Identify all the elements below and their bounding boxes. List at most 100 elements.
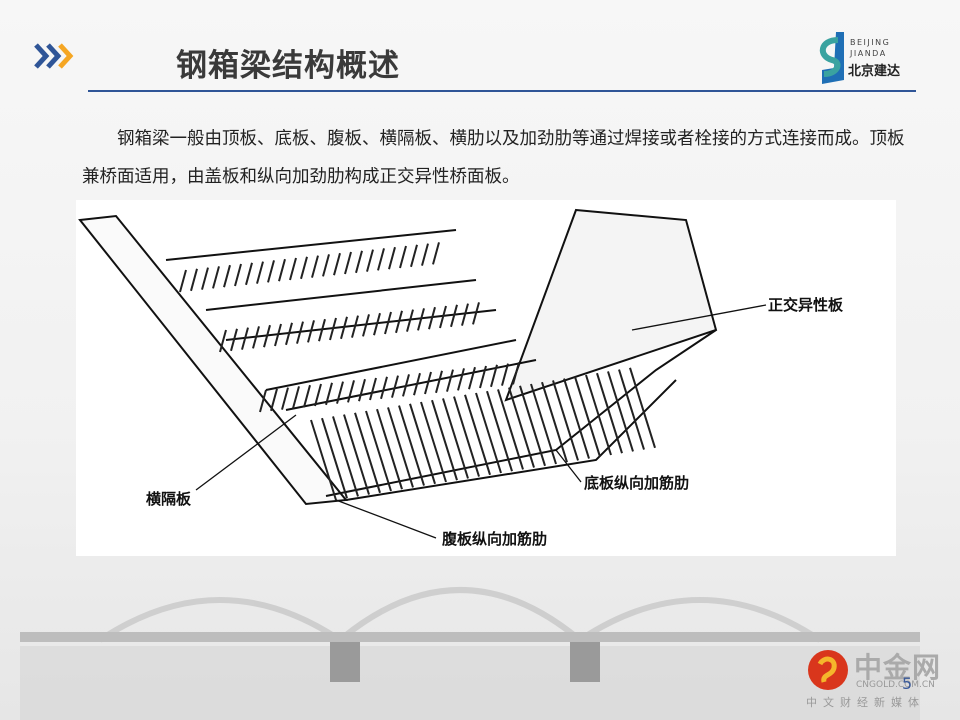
stiffener-rib bbox=[354, 412, 381, 494]
stiffener-rib bbox=[413, 372, 421, 396]
stiffener-rib bbox=[333, 252, 341, 276]
stiffener-rib bbox=[541, 381, 568, 463]
stiffener-rib bbox=[398, 405, 425, 486]
logo-chinese: 北京建达 bbox=[848, 64, 901, 79]
title-divider bbox=[88, 90, 916, 92]
stiffener-rib bbox=[479, 365, 487, 389]
stiffener-rib bbox=[497, 389, 524, 470]
watermark-domain: CNGOLD.COM.CN bbox=[856, 680, 935, 690]
stiffener-rib bbox=[388, 246, 396, 270]
stiffener-rib bbox=[468, 366, 476, 390]
stiffener-rib bbox=[252, 326, 260, 349]
stiffener-rib bbox=[267, 260, 275, 283]
stiffener-rib bbox=[362, 314, 370, 337]
watermark-logo-icon bbox=[808, 650, 848, 690]
stiffener-rib bbox=[274, 323, 282, 347]
stiffener-rib bbox=[179, 269, 187, 293]
stiffener-rib bbox=[245, 262, 253, 286]
stiffener-rib bbox=[314, 383, 322, 407]
label-web-rib: 腹板纵向加筋肋 bbox=[442, 530, 548, 548]
stiffener-rib bbox=[457, 368, 465, 391]
stiffener-rib bbox=[289, 257, 297, 281]
stiffener-rib bbox=[343, 414, 370, 495]
stiffener-rib bbox=[490, 364, 498, 388]
logo-mark-icon bbox=[820, 32, 844, 84]
stiffener-rib bbox=[442, 398, 469, 479]
stiffener-rib bbox=[409, 403, 436, 485]
stiffener-rib bbox=[439, 305, 447, 329]
stiffener-rib bbox=[399, 245, 407, 269]
stiffener-rib bbox=[421, 243, 429, 266]
stiffener-rib bbox=[508, 387, 535, 468]
stiffener-rib bbox=[428, 306, 436, 330]
stiffener-rib bbox=[596, 372, 623, 454]
stiffener-rib bbox=[435, 370, 443, 394]
stiffener-rib bbox=[318, 318, 326, 342]
stiffener-rib bbox=[365, 410, 392, 492]
stiffener-rib bbox=[384, 311, 392, 335]
stiffener-rib bbox=[410, 244, 418, 268]
stiffener-rib bbox=[464, 394, 491, 476]
stiffener-rib bbox=[311, 255, 319, 278]
stiffener-rib bbox=[585, 374, 612, 456]
stiffener-rib bbox=[358, 378, 366, 402]
label-orthotropic-plate: 正交异性板 bbox=[768, 296, 844, 314]
stiffener-rib bbox=[366, 249, 374, 272]
stiffener-rib bbox=[263, 324, 271, 348]
watermark-tagline: 中文财经新媒体 bbox=[806, 696, 925, 709]
stiffener-rib bbox=[300, 256, 308, 280]
stiffener-rib bbox=[322, 254, 330, 277]
box-girder-diagram: 正交异性板 横隔板 底板纵向加筋肋 腹板纵向加筋肋 bbox=[76, 200, 896, 556]
stiffener-rib bbox=[453, 396, 480, 477]
stiffener-rib bbox=[618, 369, 645, 450]
stiffener-rib bbox=[329, 317, 337, 341]
watermark-name: 中金网 bbox=[854, 651, 942, 684]
stiffener-rib bbox=[432, 242, 440, 265]
stiffener-rib bbox=[355, 250, 363, 274]
stiffener-rib bbox=[486, 390, 513, 472]
stiffener-rib bbox=[574, 376, 601, 458]
stiffener-rib bbox=[347, 380, 355, 403]
stiffener-rib bbox=[344, 251, 352, 275]
box-girder-drawing bbox=[78, 208, 767, 539]
stiffener-rib bbox=[296, 321, 304, 344]
paragraph: 钢箱梁一般由顶板、底板、腹板、横隔板、横肋以及加劲肋等通过焊接或者栓接的方式连接… bbox=[82, 129, 905, 187]
stiffener-rib bbox=[475, 392, 502, 474]
stiffener-rib bbox=[391, 375, 399, 398]
stiffener-rib bbox=[230, 328, 238, 352]
stiffener-rib bbox=[461, 303, 469, 326]
stiffener-rib bbox=[424, 371, 432, 395]
stiffener-rib bbox=[406, 309, 414, 332]
stiffener-rib bbox=[201, 267, 209, 290]
stiffener-rib bbox=[307, 320, 315, 343]
stiffener-rib bbox=[446, 369, 454, 392]
stiffener-rib bbox=[369, 377, 377, 401]
chevron-decoration-icon bbox=[34, 43, 74, 69]
stiffener-rib bbox=[380, 376, 388, 400]
label-diaphragm: 横隔板 bbox=[146, 490, 192, 508]
stiffener-rib bbox=[310, 419, 337, 501]
stiffener-rib bbox=[332, 416, 359, 497]
stiffener-rib bbox=[303, 384, 311, 408]
stiffener-rib bbox=[512, 362, 520, 385]
stiffener-rib bbox=[241, 327, 249, 350]
stiffener-rib bbox=[552, 380, 579, 461]
stiffener-rib bbox=[292, 386, 300, 409]
stiffener-rib bbox=[256, 261, 264, 284]
stiffener-rib bbox=[607, 371, 634, 452]
stiffener-rib bbox=[336, 381, 344, 404]
stiffener-rib bbox=[373, 312, 381, 336]
watermark: 中金网 CNGOLD.COM.CN 中文财经新媒体 bbox=[806, 648, 956, 718]
stiffener-rib bbox=[376, 408, 403, 490]
stiffener-rib bbox=[450, 304, 458, 328]
body-text: 钢箱梁一般由顶板、底板、腹板、横隔板、横肋以及加劲肋等通过焊接或者栓接的方式连接… bbox=[82, 120, 912, 196]
stiffener-rib bbox=[212, 266, 220, 289]
stiffener-rib bbox=[219, 329, 227, 353]
stiffener-rib bbox=[417, 308, 425, 331]
slide-title: 钢箱梁结构概述 bbox=[176, 48, 400, 84]
stiffener-rib bbox=[377, 248, 385, 271]
stiffener-rib bbox=[325, 382, 333, 406]
label-bottom-rib: 底板纵向加筋肋 bbox=[584, 474, 690, 492]
